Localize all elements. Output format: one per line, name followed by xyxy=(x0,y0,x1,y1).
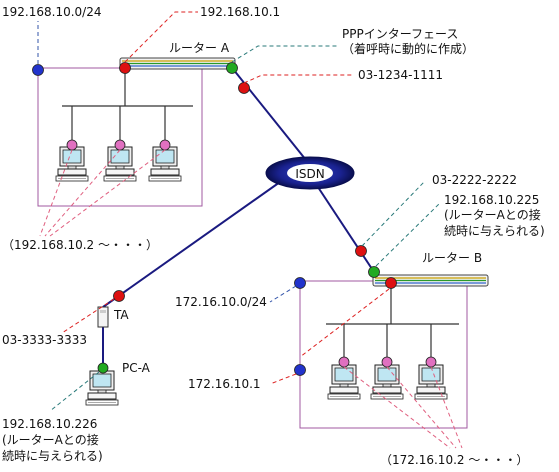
router-b-isdn-dot xyxy=(355,245,367,257)
pc-a-nic-dot xyxy=(97,362,109,374)
lan-b-bus xyxy=(326,285,459,357)
router-a-ppp-port xyxy=(226,62,238,74)
lan-a-hosts xyxy=(55,139,182,182)
host-nic-dot xyxy=(381,356,393,368)
isdn-label: ISDN xyxy=(295,167,324,181)
router-b xyxy=(368,266,489,289)
net-a-label: 192.168.10.0/24 xyxy=(2,5,101,19)
pc-icon xyxy=(85,370,119,406)
link-isdn-ta xyxy=(102,181,281,308)
pca-ip: 192.168.10.226 xyxy=(2,417,97,431)
host-nic-dot xyxy=(338,356,350,368)
lan-b-port-dot xyxy=(294,277,306,289)
isdn-cloud: ISDN xyxy=(265,156,355,190)
lan-b-box xyxy=(299,280,468,429)
lan-a-port-dot xyxy=(32,64,44,76)
pca-note2: 続時に与えられる) xyxy=(2,449,103,463)
ppp-label-line2: （着呼時に動的に作成） xyxy=(342,41,474,56)
router-b-lan-port xyxy=(385,277,397,289)
lan-a-bus xyxy=(62,70,193,140)
ta-isdn-dot xyxy=(113,290,125,302)
lan-b-hosts xyxy=(327,356,448,400)
pca-name: PC-A xyxy=(122,361,151,375)
router-b-ppp-ip: 192.168.10.225 xyxy=(444,193,539,207)
hosts-b-range: （172.16.10.2 〜・・・） xyxy=(380,453,528,467)
hosts-a-range: （192.168.10.2 〜・・・） xyxy=(2,238,158,252)
router-a-name: ルーター A xyxy=(169,41,230,55)
router-a-lan-port xyxy=(119,62,131,74)
pc-a xyxy=(85,362,119,406)
pc-icon xyxy=(414,364,448,400)
host-nic-dot xyxy=(114,139,126,151)
router-b-name: ルーター B xyxy=(422,251,482,265)
ppp-label-line1: PPPインターフェース xyxy=(342,27,458,41)
router-b-ppp-note1: (ルーターAとの接 xyxy=(444,207,541,222)
ta-number: 03-3333-3333 xyxy=(2,333,87,347)
link-isdn-router-b xyxy=(309,174,375,273)
leader-lines xyxy=(37,11,463,449)
pc-icon xyxy=(370,364,404,400)
pc-icon xyxy=(327,364,361,400)
router-b-ppp-note2: 続時に与えられる) xyxy=(444,224,545,238)
host-nic-dot xyxy=(425,356,437,368)
router-b-isdn-number: 03-2222-2222 xyxy=(432,173,517,187)
router-b-lan-ip: 172.16.10.1 xyxy=(188,377,261,391)
router-a-lan-ip-label: 192.168.10.1 xyxy=(200,5,280,19)
net-b-label: 172.16.10.0/24 xyxy=(175,295,267,309)
ta-label: TA xyxy=(113,308,129,322)
pc-icon xyxy=(55,146,89,182)
router-b-ppp-port xyxy=(368,266,380,278)
router-a-isdn-dot xyxy=(238,82,250,94)
pc-icon xyxy=(148,146,182,182)
ta-device xyxy=(97,306,109,328)
router-a xyxy=(119,57,238,74)
wan-links xyxy=(102,68,375,308)
host-nic-dot xyxy=(66,139,78,151)
router-a-isdn-number: 03-1234-1111 xyxy=(358,68,443,82)
host-nic-dot xyxy=(159,139,171,151)
pca-note1: (ルーターAとの接 xyxy=(2,432,99,447)
lan-b-gw-dot xyxy=(294,364,306,376)
